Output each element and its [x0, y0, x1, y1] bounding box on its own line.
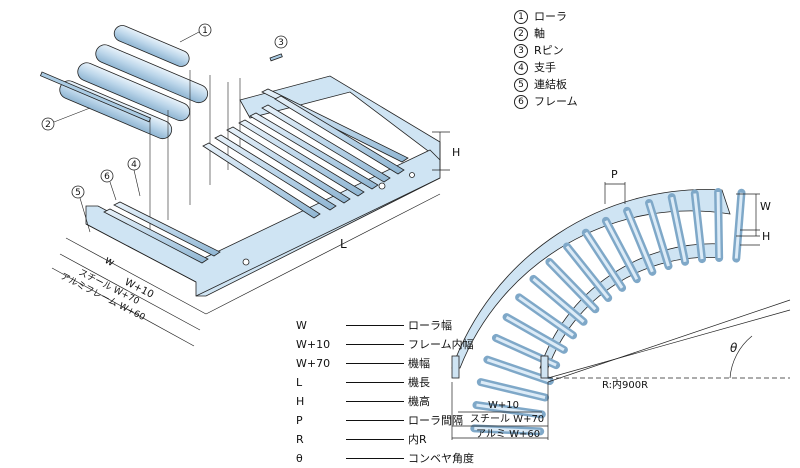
dim-leader	[346, 344, 404, 345]
curve-alu-label: アルミ W+60	[476, 429, 540, 440]
dim-row: L 機長	[296, 373, 474, 392]
dim-symbol: W+10	[296, 338, 331, 351]
curve-radius-label: R:内900R	[602, 378, 648, 391]
dim-H-label: H	[452, 146, 460, 159]
legend-num: 5	[514, 77, 528, 92]
legend-num: 4	[514, 60, 528, 75]
curve-roller-highlight	[532, 277, 585, 323]
curve-roller-highlight	[480, 380, 546, 399]
dim-row: θ コンベヤ角度	[296, 449, 474, 468]
curve-theta-label: θ	[730, 341, 738, 355]
dim-desc: ローラ間隔	[408, 414, 463, 427]
curve-roller-highlight	[693, 193, 704, 260]
curve-conveyor	[451, 188, 746, 436]
dim-leader	[346, 420, 404, 421]
dim-leader	[346, 439, 404, 440]
dim-symbol: θ	[296, 452, 303, 465]
callout-1: 1	[202, 26, 208, 36]
callout-3: 3	[278, 38, 284, 48]
legend-num: 1	[514, 9, 528, 24]
dim-symbol: R	[296, 433, 304, 446]
legend-item: 1 ローラ	[514, 8, 578, 25]
callout-4: 4	[131, 160, 137, 170]
curve-rollers	[470, 188, 746, 436]
curve-roller-highlight	[647, 202, 670, 267]
legend-label: Rピン	[534, 44, 564, 57]
legend-label: ローラ	[534, 10, 567, 23]
dim-symbol: W+70	[296, 357, 331, 370]
dim-row: P ローラ間隔	[296, 411, 474, 430]
legend-item: 6 フレーム	[514, 93, 578, 110]
dim-symbol: P	[296, 414, 303, 427]
curve-steel-label: スチール W+70	[470, 413, 544, 425]
curve-dimension-lines	[451, 182, 791, 440]
curve-roller-highlight	[518, 296, 574, 337]
far-frame	[239, 75, 441, 161]
dim-desc: 機高	[408, 395, 430, 408]
dim-leader	[346, 363, 404, 364]
curve-P-label: P	[611, 168, 618, 181]
dim-L-label: L	[340, 237, 347, 251]
dimension-table: W ローラ幅 W+10 フレーム内幅 W+70 機幅 L 機長 H 機高 P ローラ間隔 R…	[296, 316, 474, 468]
dim-desc: フレーム内幅	[408, 338, 474, 351]
curve-roller-highlight	[734, 192, 743, 259]
dim-leader	[346, 382, 404, 383]
dim-symbol: L	[296, 376, 303, 389]
curve-W-label: W	[760, 200, 771, 213]
r-pin	[269, 53, 283, 62]
callout-2: 2	[45, 120, 51, 130]
legend-label: 支手	[534, 61, 556, 74]
straight-conveyor	[39, 25, 441, 297]
dim-row: H 機高	[296, 392, 474, 411]
dim-symbol: W	[296, 319, 307, 332]
dim-desc: コンベヤ角度	[408, 452, 474, 465]
dim-symbol: H	[296, 395, 305, 408]
curve-H-label: H	[762, 230, 770, 243]
curve-roller-highlight	[505, 315, 565, 352]
curve-roller-highlight	[716, 192, 721, 259]
straight-dimension-lines	[51, 131, 450, 347]
curve-roller-highlight	[604, 220, 639, 280]
curve-roller-highlight	[486, 358, 551, 383]
legend-label: フレーム	[534, 95, 578, 108]
dim-desc: 機幅	[408, 357, 430, 370]
curve-roller-highlight	[584, 231, 624, 289]
curve-roller-highlight	[476, 403, 543, 416]
callout-5: 5	[75, 188, 81, 198]
curve-inner-label: W+10	[488, 400, 519, 411]
part-callouts: 1 2 3 4 5 6	[41, 23, 288, 233]
curve-roller-highlight	[625, 210, 654, 273]
dim-row: W+10 フレーム内幅	[296, 335, 474, 354]
dim-desc: ローラ幅	[408, 319, 452, 332]
curve-roller-highlight	[474, 426, 541, 433]
legend-num: 6	[514, 94, 528, 109]
dim-leader	[346, 458, 404, 459]
dim-row: W ローラ幅	[296, 316, 474, 335]
dim-desc: 内R	[408, 433, 427, 446]
callout-6: 6	[104, 172, 110, 182]
curve-roller-highlight	[565, 245, 610, 299]
curve-roller-highlight	[670, 196, 687, 263]
legend-label: 連結板	[534, 78, 567, 91]
dim-leader	[346, 401, 404, 402]
exploded-rollers	[39, 25, 283, 140]
near-frame	[85, 149, 441, 297]
dim-leader	[346, 325, 404, 326]
curve-outer-frame	[451, 189, 731, 369]
dim-desc: 機長	[408, 376, 430, 389]
legend-num: 2	[514, 26, 528, 41]
legend-num: 3	[514, 43, 528, 58]
legend-item: 3 Rピン	[514, 42, 578, 59]
legend-label: 軸	[534, 27, 545, 40]
dim-w-label: w	[103, 253, 117, 269]
dim-row: W+70 機幅	[296, 354, 474, 373]
dim-row: R 内R	[296, 430, 474, 449]
assembled-rollers	[103, 88, 409, 264]
legend-item: 4 支手	[514, 59, 578, 76]
curve-roller-highlight	[548, 260, 597, 311]
conveyor-diagram: w W+10 スチール W+70 アルミフレーム W+60 L H 1 2 3 …	[39, 23, 791, 440]
legend-item: 5 連結板	[514, 76, 578, 93]
